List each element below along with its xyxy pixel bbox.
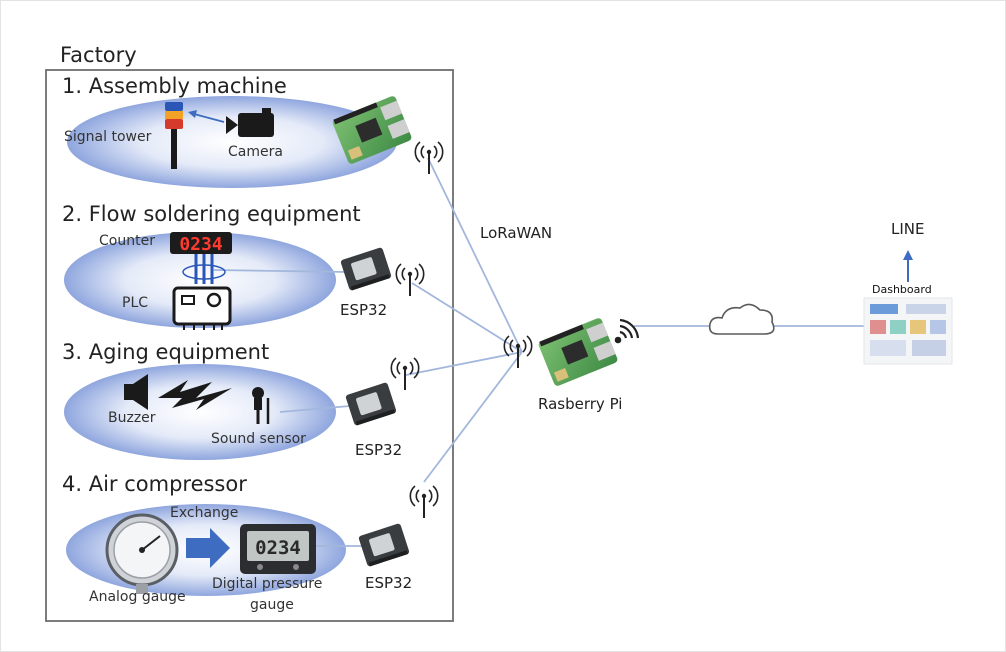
factory-box (45, 69, 454, 622)
label-raspberry-pi: Rasberry Pi (538, 395, 623, 413)
esp32-icon (340, 246, 392, 292)
esp32-icon (358, 522, 410, 568)
dashboard-screenshot (863, 297, 953, 365)
label-digital-pressure: Digital pressure (212, 576, 323, 592)
gateway-antenna-icon (503, 335, 533, 369)
label-esp32: ESP32 (355, 441, 403, 459)
exchange-arrow-icon (186, 528, 230, 568)
svg-text:0234: 0234 (179, 234, 223, 255)
label-plc: PLC (122, 295, 149, 311)
digital-pressure-gauge-icon: 0234 (240, 524, 316, 574)
sound-waves-icon (158, 380, 232, 410)
section-title-aging: 3. Aging equipment (62, 340, 270, 364)
arrow-head (188, 110, 197, 118)
label-gauge: gauge (250, 597, 294, 613)
sound-sensor-icon (252, 387, 270, 424)
arrow-head (903, 250, 913, 260)
label-counter: Counter (99, 233, 155, 249)
label-buzzer: Buzzer (108, 410, 156, 426)
section1-ellipse (67, 96, 397, 188)
counter-display: 0234 (170, 232, 232, 255)
antenna-icon (409, 485, 439, 519)
signal-tower-icon (165, 102, 183, 169)
label-exchange: Exchange (170, 505, 239, 521)
label-signal-tower: Signal tower (64, 129, 152, 145)
analog-gauge-icon (105, 513, 179, 594)
label-esp32: ESP32 (365, 574, 413, 592)
section-title-flow-soldering: 2. Flow soldering equipment (62, 202, 361, 226)
factory-label: Factory (60, 43, 137, 67)
ring (182, 264, 226, 280)
label-lorawan: LoRaWAN (480, 224, 553, 242)
label-analog-gauge: Analog gauge (89, 589, 186, 605)
label-line: LINE (891, 220, 925, 238)
antenna-icon (395, 263, 425, 297)
label-sound-sensor: Sound sensor (211, 431, 306, 447)
camera-icon (226, 108, 274, 137)
section-title-air-compressor: 4. Air compressor (62, 472, 247, 496)
label-esp32: ESP32 (340, 301, 388, 319)
plc-icon (172, 286, 232, 330)
antenna-icon (414, 141, 444, 175)
section2-ellipse (64, 232, 336, 328)
raspberry-pi-gateway-icon (537, 317, 619, 387)
wifi-icon (614, 318, 640, 344)
label-camera: Camera (228, 144, 283, 160)
camera-to-tower-arrow (193, 113, 225, 123)
buzzer-icon (124, 374, 148, 410)
cloud-icon (708, 303, 775, 335)
connection-lines (213, 157, 866, 547)
section-title-assembly: 1. Assembly machine (62, 74, 287, 98)
svg-text:0234: 0234 (255, 537, 301, 559)
esp32-icon (345, 381, 397, 427)
label-dashboard: Dashboard (872, 283, 932, 296)
